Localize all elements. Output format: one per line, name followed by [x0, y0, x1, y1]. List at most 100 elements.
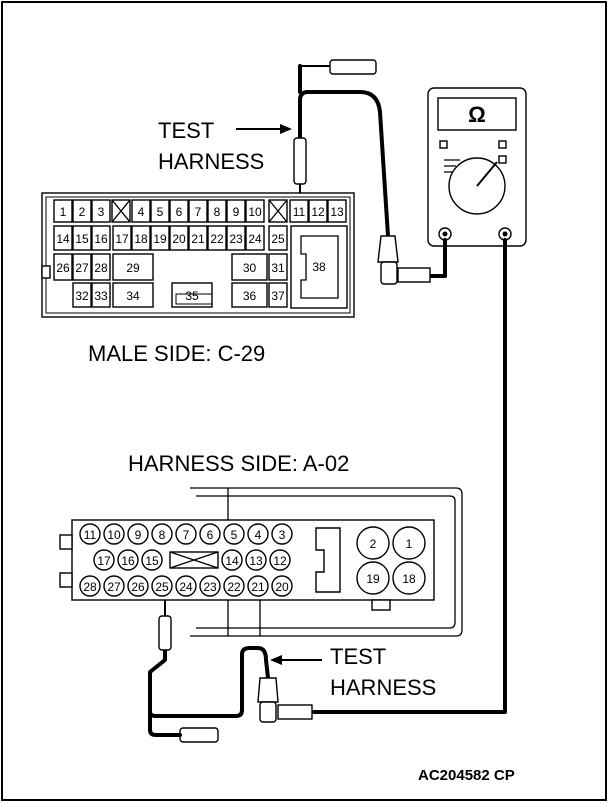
test-harness-top-label-2: HARNESS — [158, 149, 264, 174]
meter-probe-bottom — [257, 677, 313, 723]
a02-pin — [127, 575, 149, 597]
a02-pin-large — [392, 526, 426, 560]
a02-pin — [245, 549, 267, 571]
top-harness-wire — [298, 90, 390, 238]
c29-pin-cell — [53, 225, 73, 251]
c29-pin-label: 18 — [134, 232, 148, 246]
c29-pin-label: 23 — [229, 232, 243, 246]
meter-lead-right — [310, 238, 507, 714]
a02-pin — [247, 575, 269, 597]
a02-pin-label: 21 — [251, 580, 265, 594]
a02-pin-label: 14 — [225, 554, 239, 568]
a02-pin — [221, 549, 243, 571]
c29-pin-label: 29 — [126, 261, 140, 275]
bottom-harness-arrow — [270, 655, 322, 665]
test-harness-bottom-probe — [158, 598, 172, 651]
a02-pin-label: 7 — [183, 528, 190, 542]
c29-pin-label: 25 — [271, 232, 285, 246]
a02-pin-label: 3 — [279, 528, 286, 542]
c29-pin-cell — [112, 225, 132, 251]
c29-pin-cell — [268, 253, 288, 281]
c29-pin-cell — [188, 199, 208, 223]
c29-pin-cell — [131, 225, 151, 251]
c29-pin-label: 35 — [185, 289, 199, 303]
c29-pin-cell — [72, 253, 92, 281]
c29-pin-label: 37 — [271, 289, 285, 303]
meter-lead-left — [428, 238, 447, 278]
multimeter: Ω — [427, 87, 527, 247]
c29-pin-cell — [289, 199, 309, 223]
a02-pin — [151, 575, 173, 597]
a02-pin-label: 22 — [227, 580, 241, 594]
c29-pin-cell — [171, 282, 213, 308]
c29-pin-label: 17 — [115, 232, 129, 246]
a02-pin — [103, 575, 125, 597]
c29-pin-label: 26 — [56, 261, 70, 275]
a02-pin-label: 19 — [366, 572, 380, 586]
c29-pin-cell — [231, 282, 268, 308]
a02-pin-label: 10 — [107, 528, 121, 542]
a02-pin — [175, 523, 197, 545]
a02-pin — [199, 523, 221, 545]
a02-pin-label: 16 — [121, 554, 135, 568]
c29-pin-cell — [169, 199, 189, 223]
c29-pin-label: 31 — [271, 261, 285, 275]
c29-pin-label: 13 — [330, 205, 344, 219]
c29-pin-label: 16 — [94, 232, 108, 246]
a02-pin — [79, 523, 101, 545]
a02-pin-label: 11 — [84, 528, 97, 542]
meter-probe-top — [377, 235, 431, 285]
a02-pin — [79, 575, 101, 597]
c29-pin-label: 6 — [176, 205, 183, 219]
a02-pin — [175, 575, 197, 597]
c29-pin-label: 27 — [75, 261, 89, 275]
c29-pin-label: 24 — [248, 232, 262, 246]
c29-pin-cell — [245, 225, 265, 251]
a02-pin — [103, 523, 125, 545]
c29-pin-cell — [308, 199, 328, 223]
a02-pin-large — [356, 526, 390, 560]
test-harness-top-probe — [293, 137, 307, 205]
c29-pin-label: 30 — [243, 261, 257, 275]
a02-pin-label: 1 — [406, 537, 413, 551]
c29-pin-cell — [207, 199, 227, 223]
a02-pin-label: 25 — [155, 580, 169, 594]
c29-pin-cell — [207, 225, 227, 251]
a02-pin-label: 5 — [231, 528, 238, 542]
c29-pin-cell — [91, 225, 111, 251]
c29-pin-label: 4 — [138, 205, 145, 219]
c29-pin-cell — [72, 199, 92, 223]
male-side-label: MALE SIDE: C-29 — [88, 341, 265, 366]
a02-pin-large — [392, 561, 426, 595]
c29-pin-cell — [150, 225, 170, 251]
c29-pin-cell — [91, 282, 111, 308]
c29-pin-label: 22 — [210, 232, 224, 246]
c29-pin-cell — [72, 225, 92, 251]
a02-pin-label: 13 — [249, 554, 263, 568]
test-harness-bottom-label-2: HARNESS — [330, 675, 436, 700]
c29-pin-label: 20 — [172, 232, 186, 246]
c29-pin-label: 15 — [75, 232, 89, 246]
c29-pin-label: 9 — [233, 205, 240, 219]
c29-pin-cell — [169, 225, 189, 251]
c29-pin-cell — [268, 282, 288, 308]
c29-pin-label: 32 — [75, 289, 89, 303]
c29-pin-cell — [327, 199, 347, 223]
a02-pin-label: 18 — [402, 572, 416, 586]
c29-pin-cell — [150, 199, 170, 223]
a02-pin — [247, 523, 269, 545]
a02-pin — [151, 523, 173, 545]
c29-pin-cell — [231, 253, 268, 281]
c29-pin-cell — [53, 253, 73, 281]
a02-pin — [117, 549, 139, 571]
c29-pin-cell — [53, 199, 73, 223]
top-harness-arrow — [236, 124, 292, 134]
c29-pin-cell — [91, 199, 111, 223]
a02-pin — [127, 523, 149, 545]
a02-pin-label: 4 — [255, 528, 262, 542]
c29-pin-cell — [226, 225, 246, 251]
a02-pin-label: 8 — [159, 528, 166, 542]
